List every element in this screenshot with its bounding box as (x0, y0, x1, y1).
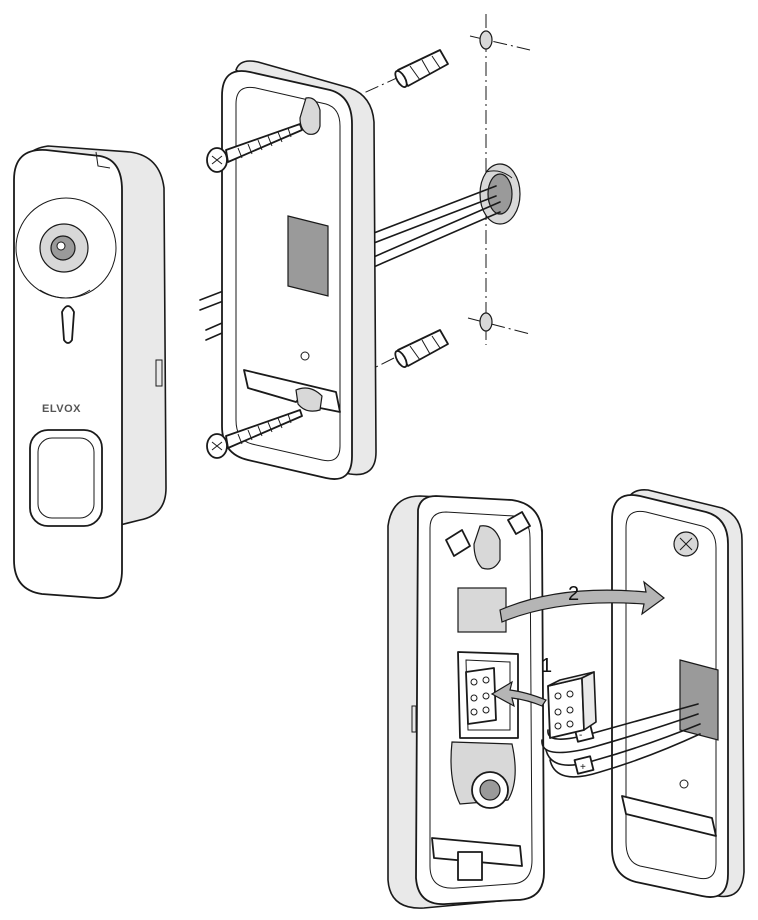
rear-label-area (457, 587, 507, 633)
bracket-screw-hole-bottom (295, 387, 323, 412)
step-2-label: 2 (568, 583, 579, 605)
brand-logo: ELVOX (42, 403, 81, 415)
installed-cable-opening (679, 659, 719, 741)
polarity-sleeve-plus (573, 755, 595, 775)
step-2-arrow (499, 580, 665, 623)
wall-cable-hole (479, 163, 521, 225)
bracket-cable-opening (287, 215, 329, 297)
mounting-bracket-installed (611, 488, 745, 898)
doorbell-front-unit: ELVOX (13, 145, 167, 599)
polarity-plus: + (580, 762, 586, 773)
terminal-block-connector (547, 671, 597, 739)
call-button (29, 429, 103, 527)
step-1-arrow (490, 680, 547, 708)
step-1-label: 1 (541, 655, 552, 677)
wall-plug-bottom (394, 312, 493, 368)
polarity-minus: - (579, 730, 582, 741)
screw-top (206, 123, 303, 173)
screw-bottom (206, 409, 303, 459)
wall-plug-top (394, 30, 493, 88)
light-sensor (61, 305, 75, 344)
doorbell-rear-unit (387, 495, 545, 909)
installed-bracket-clip (621, 795, 717, 837)
mounting-bracket (221, 60, 377, 480)
terminal-block-installed (465, 667, 497, 725)
rear-screw-hole (473, 525, 501, 570)
